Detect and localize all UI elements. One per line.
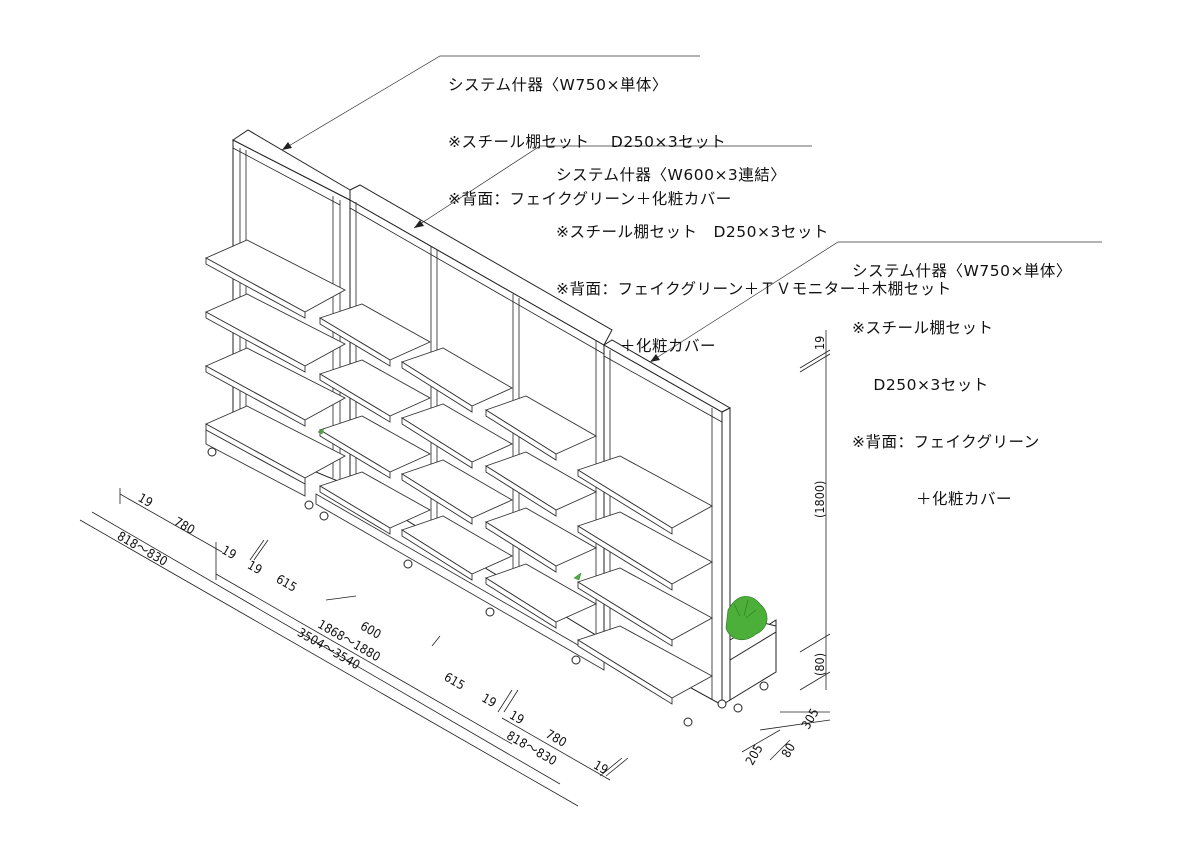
callout-middle-unit: システム什器〈W600×3連結〉 ※スチール棚セット D250×3セット ※背面… (556, 128, 952, 375)
dim-h80: (80) (812, 653, 827, 676)
left-unit (204, 129, 351, 510)
dim-615-a: 615 (274, 571, 300, 595)
dim-19-b: 19 (219, 542, 239, 562)
dim-780-a: 780 (172, 514, 198, 538)
dim-19-d: 19 (479, 690, 499, 710)
dim-h1800: (1800) (812, 481, 827, 518)
middle-unit (315, 184, 698, 671)
dim-19-e: 19 (507, 707, 527, 727)
dim-h19: 19 (812, 336, 827, 350)
callout-left-title: システム什器〈W750×単体〉 (448, 76, 668, 94)
right-unit (576, 339, 777, 727)
callout-middle-line-2: ※背面：フェイクグリーン＋ＴＶモニター＋木棚セット (556, 280, 952, 298)
callout-middle-line-1: ※スチール棚セット D250×3セット (556, 223, 829, 241)
front-dimensions (79, 488, 629, 807)
dim-205: 205 (742, 742, 766, 768)
callout-left-unit: システム什器〈W750×単体〉 ※スチール棚セット D250×3セット ※背面：… (448, 38, 732, 228)
dim-19-f: 19 (591, 757, 611, 777)
dim-305: 305 (798, 706, 822, 732)
callout-middle-title: システム什器〈W600×3連結〉 (556, 166, 787, 184)
callout-right-title: システム什器〈W750×単体〉 (852, 262, 1072, 280)
dim-19-c: 19 (245, 557, 265, 577)
height-dimensions (741, 330, 831, 761)
callout-right-line-3: ※背面：フェイクグリーン (852, 433, 1040, 451)
dim-615-b: 615 (442, 669, 468, 693)
callout-middle-line-3: ＋化粧カバー (556, 337, 717, 355)
callout-left-line-1: ※スチール棚セット D250×3セット (448, 133, 727, 151)
dim-780-b: 780 (543, 726, 569, 750)
dim-80: 80 (778, 740, 798, 760)
callout-left-line-2: ※背面：フェイクグリーン＋化粧カバー (448, 190, 732, 208)
dim-19-a: 19 (136, 490, 156, 510)
callout-right-line-2: D250×3セット (852, 376, 989, 394)
callout-right-line-4: ＋化粧カバー (852, 490, 1013, 508)
dim-818-a: 818～830 (115, 528, 170, 569)
callout-right-unit: システム什器〈W750×単体〉 ※スチール棚セット D250×3セット ※背面：… (852, 224, 1072, 528)
callout-right-line-1: ※スチール棚セット (852, 319, 994, 337)
